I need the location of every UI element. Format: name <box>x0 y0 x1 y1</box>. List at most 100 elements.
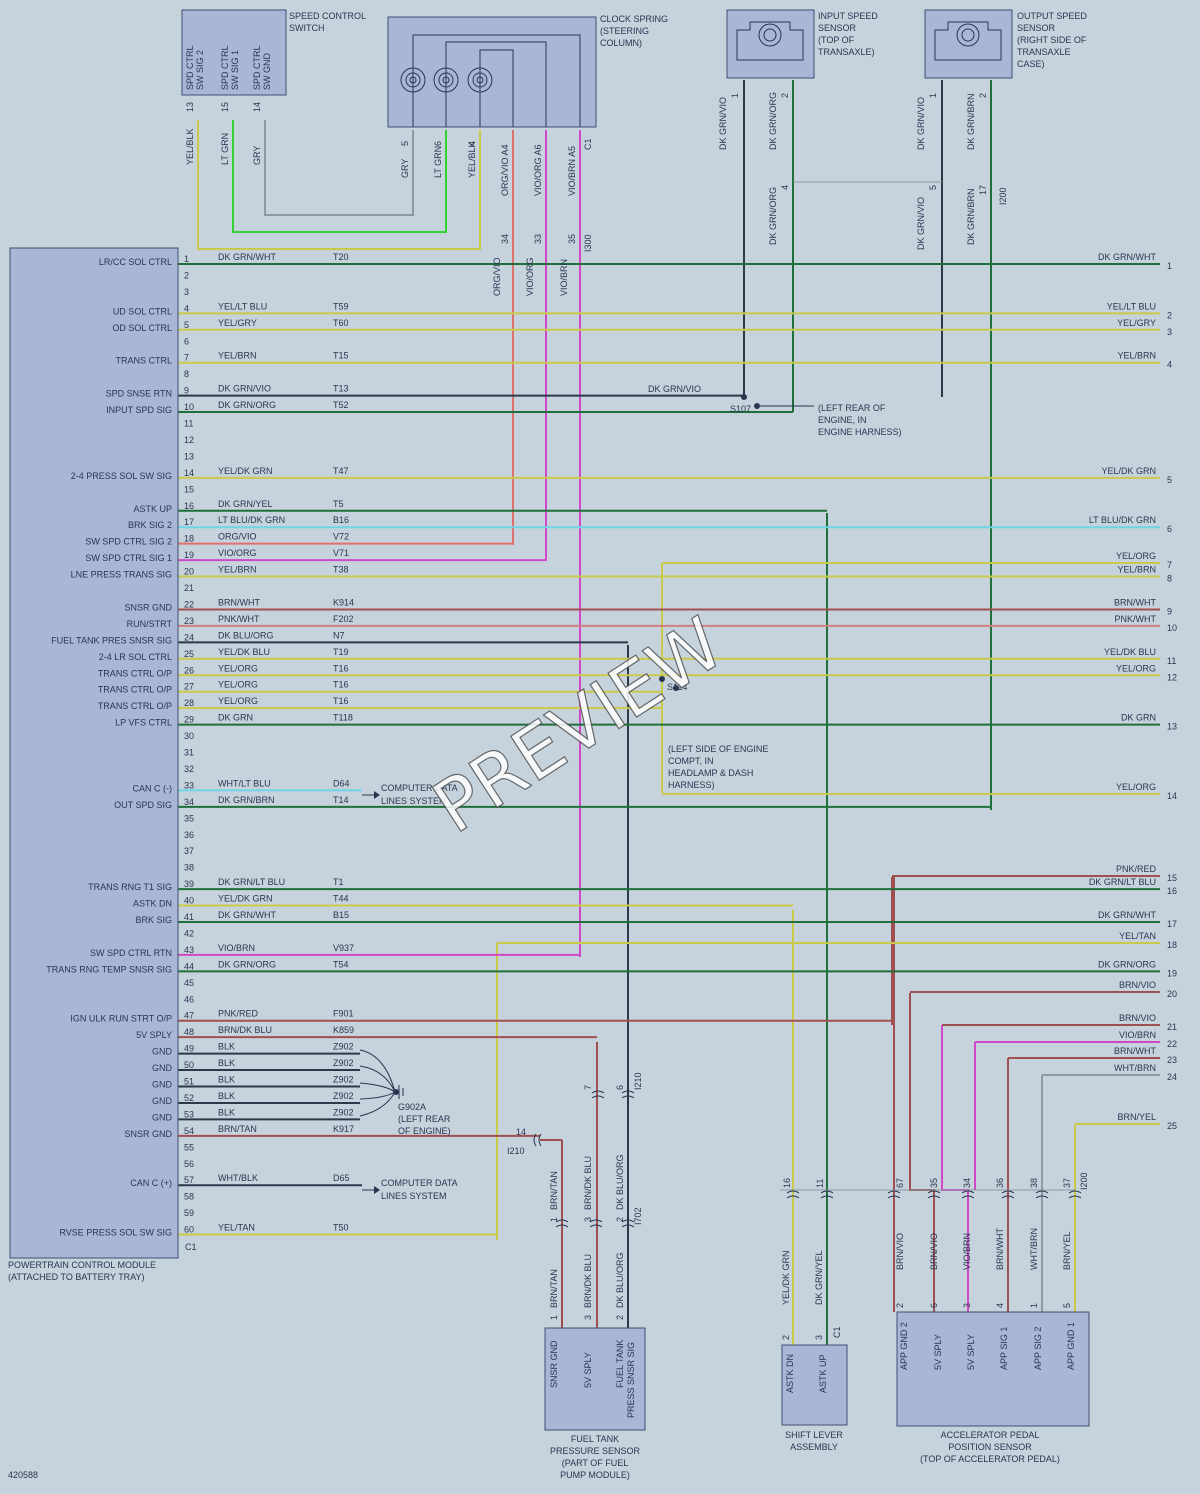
pcm-dest-number: 5 <box>1167 475 1172 485</box>
pcm-wire-color: VIO/BRN <box>218 943 255 953</box>
pcm-pin-function: OUT SPD SIG <box>114 800 172 810</box>
pcm-wire-color: YEL/DK BLU <box>218 647 270 657</box>
right-dest-number: 14 <box>1167 791 1177 801</box>
ftps-func: 5V SPLY <box>583 1352 593 1388</box>
pcm-wire-color: YEL/DK GRN <box>218 466 273 476</box>
pcm-dest-label: YEL/BRN <box>1117 565 1156 575</box>
pcm-pin-number: 4 <box>184 303 189 313</box>
scs-pin-func: SW SIG 1 <box>230 50 240 90</box>
pcm-pin-number: 18 <box>184 534 194 544</box>
pcm-wire-color: DK GRN/WHT <box>218 252 276 262</box>
pcm-pin-number: 45 <box>184 978 194 988</box>
pcm-pin-number: 22 <box>184 599 194 609</box>
pcm-pin-function: SPD SNSE RTN <box>106 389 172 399</box>
pcm-pin-number: 56 <box>184 1159 194 1169</box>
iss-wire-2: DK GRN/ORG <box>768 92 778 150</box>
scs-pin-func: SPD CTRL <box>252 45 262 90</box>
cs-wire-color: YEL/BLK <box>467 141 477 178</box>
pcm-circuit: Z902 <box>333 1042 354 1052</box>
pcm-pin-function: INPUT SPD SIG <box>106 405 172 415</box>
cs-title-1: CLOCK SPRING <box>600 14 668 24</box>
pcm-dest-number: 6 <box>1167 524 1172 534</box>
ftps-pin: 1 <box>549 1315 559 1320</box>
pcm-circuit: T20 <box>333 252 349 262</box>
pcm-circuit: K917 <box>333 1124 354 1134</box>
pcm-pin-number: 8 <box>184 369 189 379</box>
pcm-pin-number: 37 <box>184 846 194 856</box>
pcm-wire-color: DK GRN/BRN <box>218 795 275 805</box>
pcm-pin-function: TRANS CTRL O/P <box>98 668 172 678</box>
pcm-pin-function: BRK SIG 2 <box>128 520 172 530</box>
pcm-circuit: T19 <box>333 647 349 657</box>
cs-connector: C1 <box>583 138 593 150</box>
pcm-pin-function: SW SPD CTRL RTN <box>90 948 172 958</box>
scs-pin-number: 15 <box>220 102 230 112</box>
pcm-wire-color: BLK <box>218 1091 235 1101</box>
oss-lower-conn: I200 <box>998 187 1008 205</box>
splice-dot <box>741 394 747 400</box>
pcm-pin-number: 1 <box>184 254 189 264</box>
ftps-mid-wire: BRN/DK BLU <box>583 1156 593 1210</box>
pcm-circuit: T50 <box>333 1223 349 1233</box>
right-dest-number: 23 <box>1167 1055 1177 1065</box>
pcm-pin-number: 28 <box>184 698 194 708</box>
pcm-dest-label: YEL/BRN <box>1117 351 1156 361</box>
pcm-pin-function: LP VFS CTRL <box>115 718 172 728</box>
pcm-pin-number: 57 <box>184 1175 194 1185</box>
pcm-wire-color: LT BLU/DK GRN <box>218 515 285 525</box>
right-dest-label: YEL/ORG <box>1116 782 1156 792</box>
iss-title-2: SENSOR <box>818 23 857 33</box>
oss-lower-wire-2: DK GRN/BRN <box>966 188 976 245</box>
pcm-dest-number: 1 <box>1167 261 1172 271</box>
apps-pin: 2 <box>895 1303 905 1308</box>
cs-pin-label: VIO/BRN A5 <box>567 146 577 196</box>
pcm-pin-number: 60 <box>184 1225 194 1235</box>
right-dest-number: 25 <box>1167 1121 1177 1131</box>
pcm-wire-color: DK GRN/YEL <box>218 499 273 509</box>
pcm-dest-number: 8 <box>1167 574 1172 584</box>
pcm-dest-label: DK GRN/WHT <box>1098 910 1156 920</box>
pcm-pin-function: ASTK DN <box>133 899 172 909</box>
pcm-circuit: Z902 <box>333 1107 354 1117</box>
right-only-wires: 7YEL/ORG14YEL/ORG15PNK/RED18YEL/TAN20BRN… <box>497 551 1177 1131</box>
pcm-pin-number: 33 <box>184 780 194 790</box>
cs-title-3: COLUMN) <box>600 38 642 48</box>
scs-wire-color: LT GRN <box>220 133 230 165</box>
pcm-wire-color: DK BLU/ORG <box>218 630 274 640</box>
right-dest-label: PNK/RED <box>1116 864 1157 874</box>
sla-wire: YEL/DK GRN <box>781 1250 791 1305</box>
pcm-wire-color: BRN/TAN <box>218 1124 257 1134</box>
oss-lower-pin-2: 17 <box>978 185 988 195</box>
apps-func: APP SIG 2 <box>1033 1327 1043 1370</box>
sla-func: ASTK DN <box>785 1354 795 1393</box>
pcm-circuit: B15 <box>333 910 349 920</box>
pcm-dest-number: 12 <box>1167 672 1177 682</box>
ftps-title-3: (PART OF FUEL <box>562 1458 629 1468</box>
pcm-pin-function: CAN C (+) <box>130 1178 172 1188</box>
connector-mark <box>591 1090 635 1099</box>
right-dest-label: YEL/TAN <box>1119 931 1156 941</box>
apps-func: 5V SPLY <box>933 1334 943 1370</box>
ftps-mid-conn: I702 <box>633 1207 643 1225</box>
pcm-body <box>9 247 179 1259</box>
pcm-dest-label: DK GRN/LT BLU <box>1089 877 1156 887</box>
pcm-circuit: T59 <box>333 301 349 311</box>
apps-func: APP SIG 1 <box>999 1327 1009 1370</box>
pcm-pin-function: SW SPD CTRL SIG 1 <box>85 553 172 563</box>
pcm-dest-number: 2 <box>1167 310 1172 320</box>
apps-wire: BRN/VIO <box>895 1233 905 1270</box>
pcm-wire-color: YEL/ORG <box>218 696 258 706</box>
apps-body <box>896 1311 1090 1427</box>
pcm-circuit: T118 <box>333 713 353 723</box>
pcm-circuit: T16 <box>333 696 349 706</box>
right-dest-number: 21 <box>1167 1022 1177 1032</box>
apps-upper-pin: 67 <box>895 1178 905 1188</box>
pcm-dest-number: 16 <box>1167 886 1177 896</box>
i210-pin14: 14 <box>516 1127 526 1137</box>
pcm-pin-function: SNSR GND <box>124 1129 172 1139</box>
pcm-dest-label: YEL/LT BLU <box>1107 301 1156 311</box>
document-id: 420588 <box>8 1470 38 1480</box>
oss-title-2: SENSOR <box>1017 23 1056 33</box>
